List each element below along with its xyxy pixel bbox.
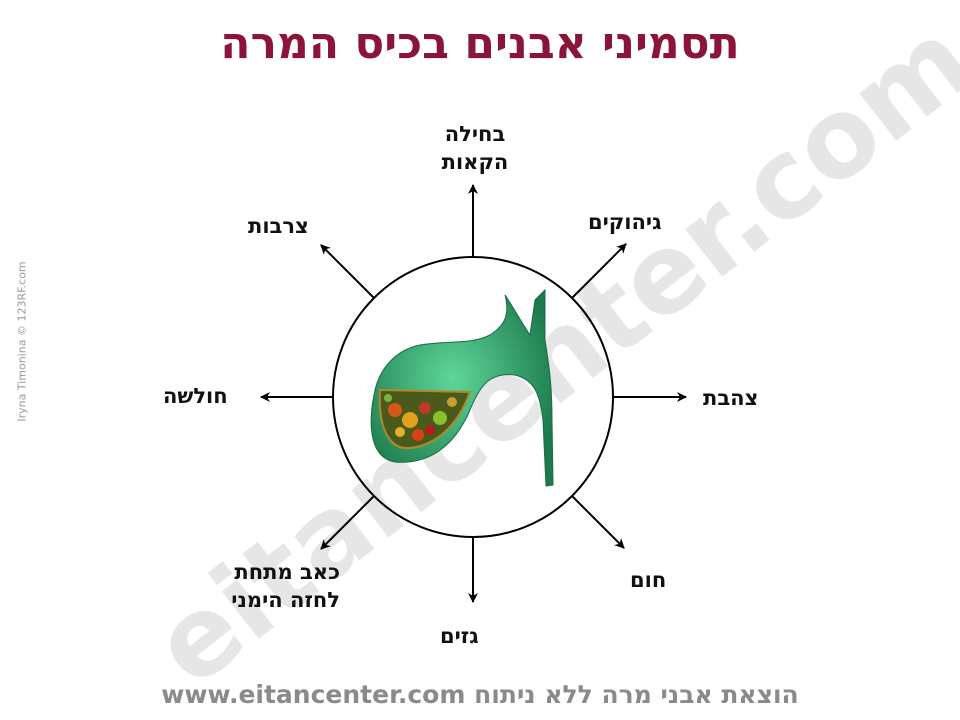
symptom-nausea: בחילה	[444, 122, 506, 146]
footer: www.eitancenter.com הוצאת אבני מרה ללא נ…	[0, 680, 960, 709]
gallstones	[384, 394, 457, 441]
arrow-bottom-right	[571, 495, 625, 549]
symptom-jaundice: צהבת	[703, 386, 759, 410]
symptom-heartburn: צרבות	[248, 214, 309, 238]
symptom-vomiting: הקאות	[441, 150, 509, 174]
symptom-chest-pain: כאב מתחת לחזה הימני	[200, 558, 340, 614]
symptom-fever: חום	[630, 568, 667, 592]
image-credit: Iryna Timonina © 123RF.com	[15, 261, 29, 422]
symptom-gas: גזים	[440, 624, 479, 648]
arrow-bottom-left	[320, 495, 375, 550]
footer-tagline: הוצאת אבני מרה ללא ניתוח	[474, 680, 799, 709]
symptom-chest-pain-line2: לחזה הימני	[231, 588, 340, 612]
symptom-nausea-vomiting: בחילה הקאות	[420, 120, 530, 176]
arrow-top-left	[320, 244, 375, 299]
footer-url[interactable]: www.eitancenter.com	[161, 680, 466, 709]
page-title: תסמיני אבנים בכיס המרה	[220, 18, 740, 69]
symptom-belching: גיהוקים	[588, 210, 662, 234]
symptom-chest-pain-line1: כאב מתחת	[234, 560, 340, 584]
gallbladder-illustration	[370, 288, 554, 487]
arrow-top-right	[571, 243, 627, 299]
symptom-weakness: חולשה	[163, 384, 228, 408]
